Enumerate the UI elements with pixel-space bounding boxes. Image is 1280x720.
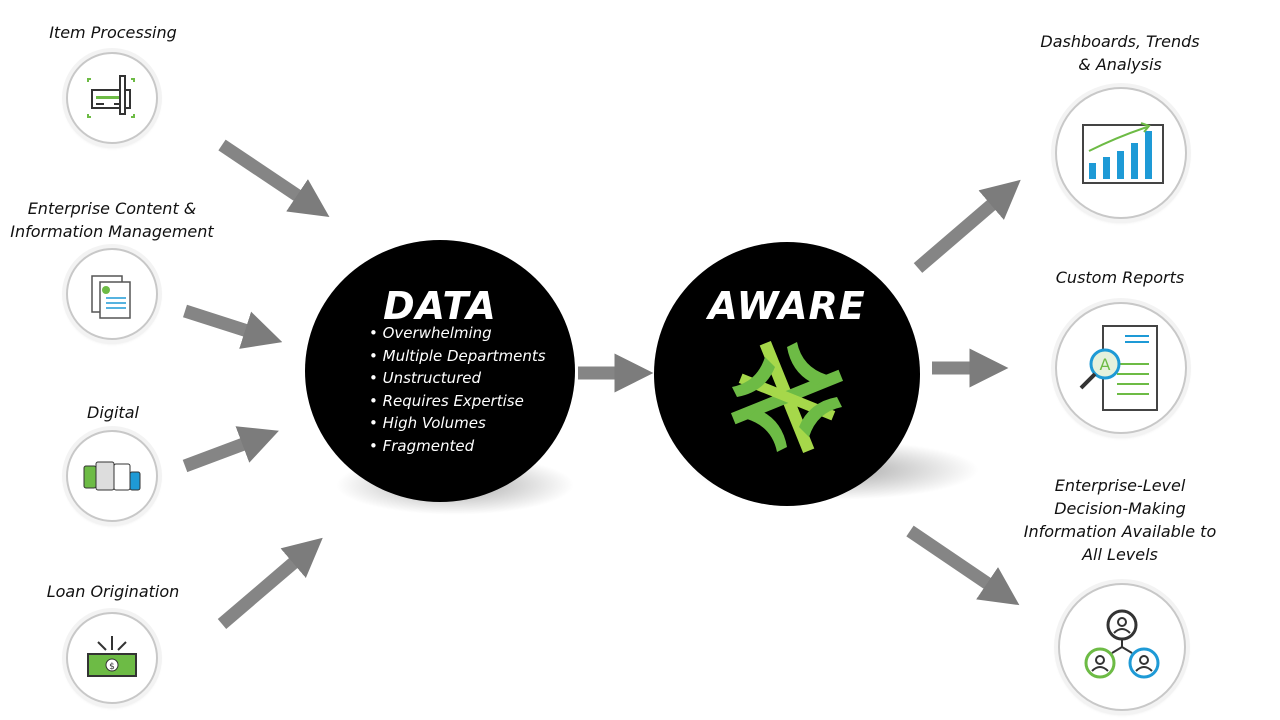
devices-icon	[66, 430, 158, 522]
label-custom-reports: Custom Reports	[1055, 268, 1185, 287]
bullet: Overwhelming	[369, 322, 546, 345]
data-title: DATA	[383, 284, 497, 328]
check-signing-icon	[66, 52, 158, 144]
label-item-processing: Item Processing	[49, 23, 177, 42]
bullet: Fragmented	[369, 435, 546, 458]
label-line: Enterprise-Level	[1054, 476, 1186, 495]
bullet: Unstructured	[369, 367, 546, 390]
label-loan-origination: Loan Origination	[46, 582, 180, 601]
data-circle: DATA Overwhelming Multiple Departments U…	[305, 240, 575, 502]
people-network-icon	[1058, 583, 1186, 711]
money-icon: $	[66, 612, 158, 704]
bullet: Multiple Departments	[369, 345, 546, 368]
report-magnifier-icon: A	[1055, 302, 1187, 434]
arrow-item-processing	[218, 139, 330, 218]
arrow-decision	[906, 525, 1020, 606]
bullet: High Volumes	[369, 412, 546, 435]
arrow-loan-origination	[217, 537, 323, 629]
label-line: Dashboards, Trends	[1040, 32, 1200, 51]
label-line: Information Available to	[1023, 522, 1217, 541]
arrow-enterprise-content	[183, 304, 283, 349]
aware-logo-icon	[730, 340, 844, 454]
label-line: & Analysis	[1078, 55, 1162, 74]
label-digital: Digital	[87, 403, 139, 422]
bullet: Requires Expertise	[369, 390, 546, 413]
svg-text:$: $	[109, 662, 115, 672]
arrow-digital	[182, 426, 279, 473]
label-line: All Levels	[1082, 545, 1158, 564]
label-line: Enterprise Content &	[27, 199, 197, 218]
label-line: Information Management	[10, 222, 214, 241]
aware-title: AWARE	[708, 284, 866, 328]
label-line: Decision-Making	[1054, 499, 1186, 518]
data-bullets: Overwhelming Multiple Departments Unstru…	[369, 322, 546, 457]
label-enterprise-content: Enterprise Content & Information Manageme…	[10, 197, 213, 243]
label-dashboards: Dashboards, Trends & Analysis	[1040, 30, 1199, 76]
arrow-dashboards	[913, 179, 1021, 273]
documents-icon	[66, 248, 158, 340]
bar-chart-icon	[1055, 87, 1187, 219]
aware-circle: AWARE	[654, 242, 920, 506]
svg-text:A: A	[1100, 355, 1111, 374]
